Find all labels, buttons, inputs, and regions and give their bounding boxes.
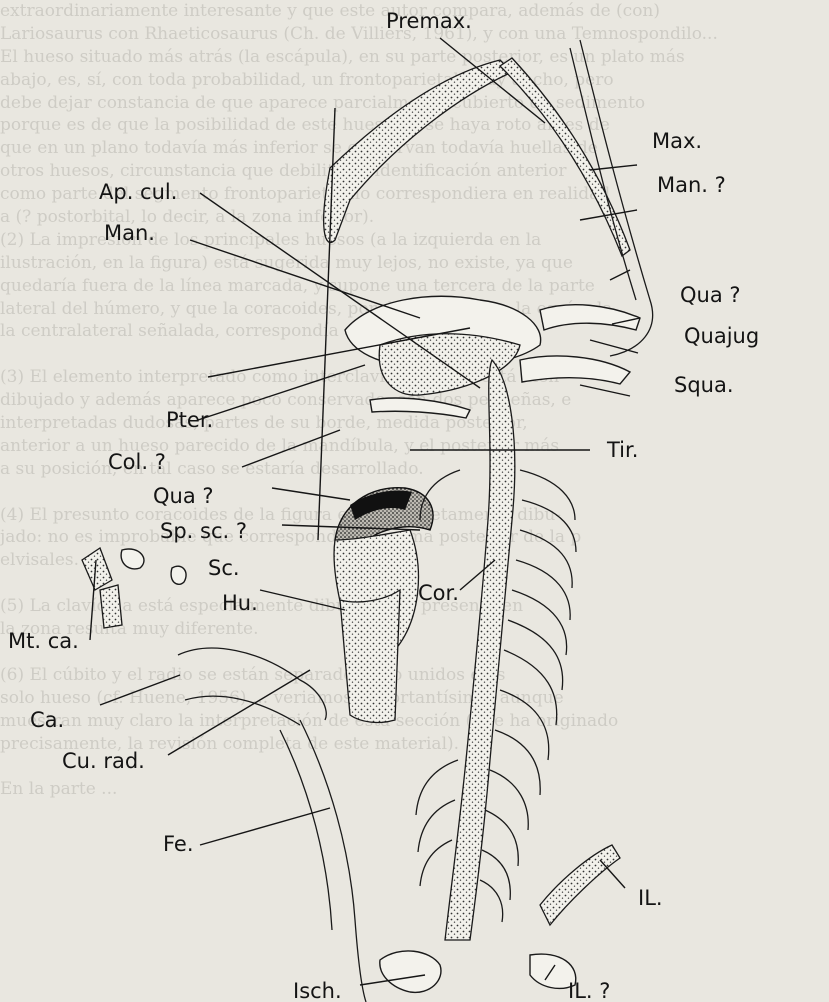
label-qua-q-upper: Qua ? — [680, 283, 741, 307]
label-cor: Cor. — [418, 581, 459, 605]
ischium-bone — [380, 951, 441, 992]
label-col-q: Col. ? — [108, 450, 166, 474]
label-man: Man. — [104, 221, 155, 245]
label-cu-rad: Cu. rad. — [62, 749, 145, 773]
label-tir: Tir. — [606, 438, 638, 462]
label-quajug: Quajug — [684, 324, 759, 348]
label-ca: Ca. — [30, 708, 64, 732]
label-qua-q-lower: Qua ? — [153, 484, 214, 508]
label-ap-cul: Ap. cul. — [99, 180, 177, 204]
squamosal-bone — [520, 356, 630, 384]
label-max: Max. — [652, 129, 702, 153]
label-il-q: IL. ? — [568, 979, 610, 1002]
quadratojugal-bone — [540, 305, 640, 330]
humerus-bone — [340, 590, 400, 722]
label-premax: Premax. — [386, 9, 472, 33]
femur-bone — [300, 720, 366, 1002]
maxilla-bone — [500, 58, 630, 256]
label-man-q: Man. ? — [657, 173, 726, 197]
label-sp-sc-q: Sp. sc. ? — [160, 519, 247, 543]
label-hu: Hu. — [222, 591, 258, 615]
ilium-bone — [540, 845, 620, 925]
label-sc: Sc. — [208, 556, 240, 580]
label-isch: Isch. — [293, 979, 342, 1002]
label-il: IL. — [638, 886, 663, 910]
label-fe: Fe. — [163, 832, 194, 856]
premaxilla-bone — [324, 60, 512, 242]
label-mt-ca: Mt. ca. — [8, 629, 79, 653]
label-pter: Pter. — [166, 408, 213, 432]
label-squa: Squa. — [674, 373, 734, 397]
radius-ulna-bone — [178, 648, 326, 720]
carpals — [82, 548, 186, 628]
